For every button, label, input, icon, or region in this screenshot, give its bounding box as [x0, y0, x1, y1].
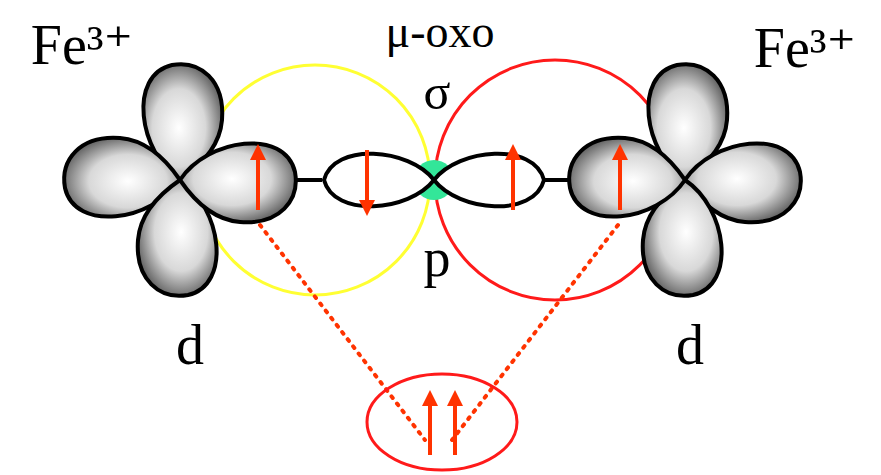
bond-line	[295, 178, 322, 182]
ion-label: Fe³⁺	[31, 17, 133, 73]
bond-type-label: σ	[424, 67, 451, 117]
orbital-label: d	[176, 317, 204, 373]
spin-arrows	[258, 150, 620, 210]
ion-label: Fe³⁺	[754, 20, 856, 76]
orbital-label: d	[676, 317, 704, 373]
molecule-label: μ-oxo	[386, 9, 495, 55]
dotted-leader	[260, 225, 618, 440]
orbital-label: p	[424, 231, 451, 285]
parallel-spin-ellipse	[367, 374, 517, 470]
d-orbital-right	[569, 64, 801, 296]
parallel-spin-arrows	[430, 398, 455, 455]
d-orbital-left	[64, 64, 296, 296]
